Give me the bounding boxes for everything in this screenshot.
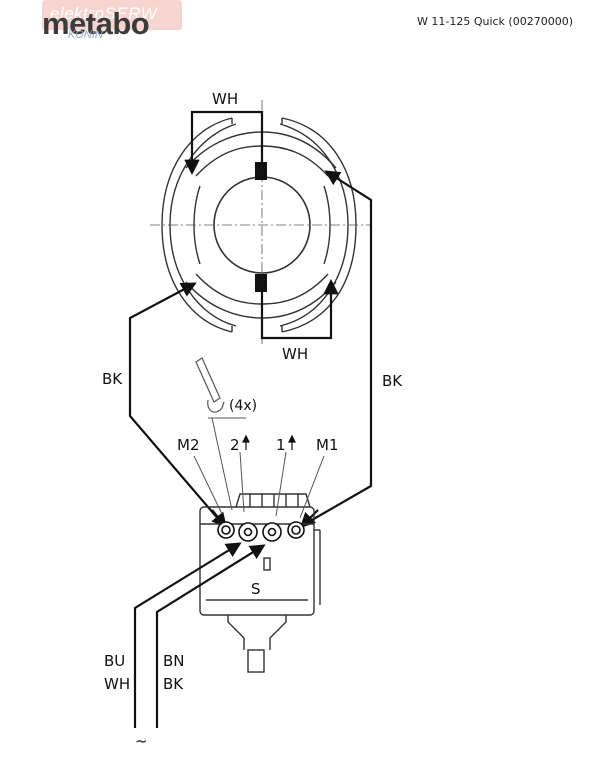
bottom-terminal-block <box>255 274 267 292</box>
label-4x: (4x) <box>229 398 257 414</box>
terminal-up-arrows <box>242 434 296 450</box>
label-bu: BU <box>104 652 125 670</box>
label-m1: M1 <box>316 436 339 454</box>
wh-top-wire <box>184 110 264 176</box>
label-wh-bottom: WH <box>282 345 308 363</box>
label-bn: BN <box>163 652 185 670</box>
label-terminal-1: 1 <box>276 436 286 454</box>
label-terminal-2: 2 <box>230 436 240 454</box>
watermark-text: elektroSERW <box>50 4 158 23</box>
watermark-subtext: KONIN <box>68 29 103 41</box>
watermark-badge <box>42 0 182 30</box>
bk-left-wire <box>128 282 227 529</box>
model-title: W 11-125 Quick (00270000) <box>416 15 573 28</box>
label-wh-top: WH <box>212 90 238 108</box>
switch-terminals <box>217 521 305 542</box>
label-m2: M2 <box>177 436 200 454</box>
label-bk-left: BK <box>102 370 123 388</box>
top-terminal-block <box>255 162 267 180</box>
label-switch-s: S <box>251 580 261 598</box>
label-ac-symbol: ~ <box>135 732 148 750</box>
label-leaders <box>193 417 325 519</box>
label-bk-cable: BK <box>163 675 184 693</box>
page-header: elektroSERW metabo KONIN W 11-125 Quick … <box>0 0 605 52</box>
bn-bk-cable <box>155 544 266 728</box>
brand-logo: metabo <box>42 6 150 41</box>
switch-body <box>199 493 321 673</box>
wh-bottom-wire <box>260 278 339 340</box>
label-bk-right: BK <box>382 372 403 390</box>
bk-right-wire <box>297 170 373 529</box>
label-wh-cable: WH <box>104 675 130 693</box>
bu-wh-cable <box>133 542 242 728</box>
screwdriver-icon <box>195 357 225 413</box>
